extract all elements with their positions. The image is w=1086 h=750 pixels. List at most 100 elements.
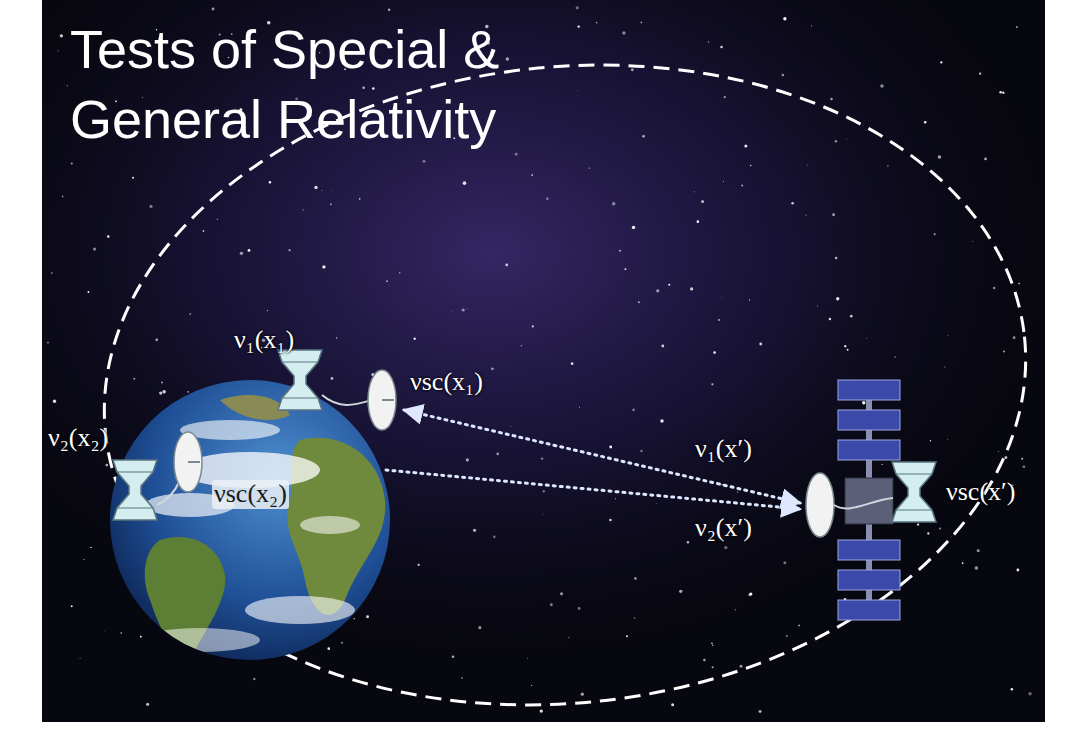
star xyxy=(576,6,579,9)
star xyxy=(463,181,467,185)
star xyxy=(322,265,325,268)
star xyxy=(930,440,931,441)
star xyxy=(321,190,322,191)
spacecraft xyxy=(806,380,900,620)
star xyxy=(568,637,569,638)
star xyxy=(423,160,426,163)
star xyxy=(997,450,999,452)
star xyxy=(505,264,508,267)
star xyxy=(999,91,1002,94)
star xyxy=(80,658,81,659)
star xyxy=(640,21,642,23)
star xyxy=(947,438,949,440)
cable xyxy=(322,395,372,405)
frequency-label: ν₂(x₂) xyxy=(46,424,110,453)
star xyxy=(718,319,720,321)
star xyxy=(540,709,543,712)
frequency-label: ν₁(x′) xyxy=(693,435,754,464)
star xyxy=(1004,456,1007,459)
star xyxy=(478,626,481,629)
star xyxy=(924,121,926,123)
star xyxy=(737,491,739,493)
star xyxy=(668,284,670,286)
star xyxy=(632,226,635,229)
star xyxy=(353,618,354,619)
star xyxy=(71,605,73,607)
star xyxy=(975,566,978,569)
maser-clock xyxy=(113,460,157,520)
star xyxy=(527,657,529,659)
star xyxy=(846,138,848,140)
star xyxy=(103,631,105,633)
star xyxy=(708,41,709,42)
star xyxy=(1002,92,1004,94)
star xyxy=(212,8,215,11)
star xyxy=(58,50,59,51)
star xyxy=(939,527,941,529)
star xyxy=(880,84,883,87)
star xyxy=(634,577,636,579)
star xyxy=(724,96,726,98)
star xyxy=(850,315,853,318)
star xyxy=(951,535,953,537)
space-ground xyxy=(42,0,1045,722)
star xyxy=(832,213,835,216)
cable xyxy=(157,480,180,505)
star xyxy=(1011,688,1013,690)
star xyxy=(149,205,152,208)
frequency-label: νsc(x′) xyxy=(944,478,1017,507)
star xyxy=(962,562,964,564)
star xyxy=(735,609,736,610)
star xyxy=(51,272,53,274)
star-field xyxy=(47,6,1032,713)
nebula-glow xyxy=(42,0,1045,722)
star xyxy=(531,685,532,686)
star xyxy=(811,25,812,26)
star xyxy=(399,272,400,273)
star xyxy=(830,98,832,100)
star xyxy=(634,617,636,619)
star xyxy=(388,8,391,11)
star xyxy=(656,289,659,292)
star xyxy=(862,401,865,404)
star xyxy=(521,345,522,346)
star xyxy=(105,464,108,467)
star xyxy=(836,297,839,300)
star xyxy=(835,257,838,260)
star xyxy=(248,249,251,252)
star xyxy=(721,297,723,299)
star xyxy=(461,677,463,679)
star xyxy=(1021,458,1023,460)
star xyxy=(162,390,166,394)
star xyxy=(83,559,84,560)
ground-dish xyxy=(368,370,396,430)
star xyxy=(660,419,664,423)
star xyxy=(697,220,700,223)
star xyxy=(417,564,419,566)
star xyxy=(452,310,454,312)
star xyxy=(578,607,581,610)
star xyxy=(887,165,888,166)
star xyxy=(336,337,337,338)
frequency-label: ν₁(x₁) xyxy=(232,326,296,355)
star xyxy=(847,349,849,351)
star xyxy=(577,25,579,27)
star xyxy=(133,378,135,380)
star xyxy=(977,549,980,552)
star xyxy=(749,592,752,595)
star xyxy=(938,155,941,158)
star xyxy=(805,215,806,216)
star xyxy=(1016,569,1019,572)
star xyxy=(288,249,290,251)
star xyxy=(817,305,819,307)
star xyxy=(741,185,743,187)
star xyxy=(1003,351,1005,353)
star xyxy=(655,502,657,504)
star xyxy=(724,546,727,549)
star xyxy=(626,635,628,637)
star xyxy=(612,202,615,205)
star xyxy=(550,603,553,606)
star xyxy=(750,165,752,167)
star xyxy=(881,464,882,465)
